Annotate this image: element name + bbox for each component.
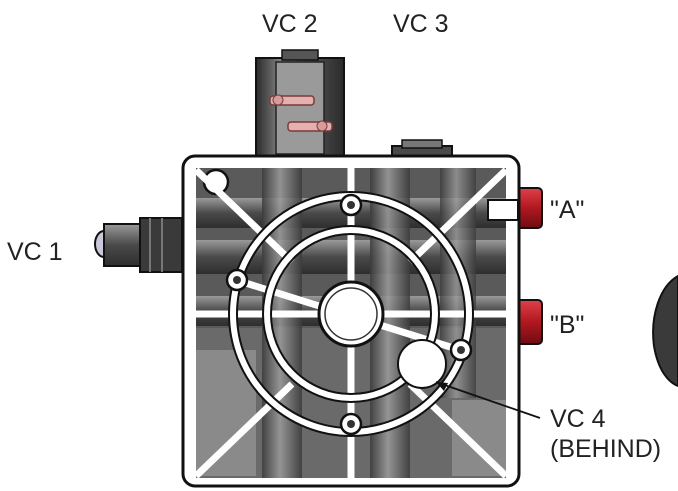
label-vc4: VC 4 <box>550 405 606 433</box>
adjacent-part <box>652 274 678 388</box>
vc1-cartridge <box>94 217 183 273</box>
center-bore <box>317 280 385 348</box>
ring-bolt-holes <box>225 193 473 436</box>
label-vc4-behind: (BEHIND) <box>550 435 661 463</box>
label-vc1: VC 1 <box>7 238 63 266</box>
vc4-hidden-bore <box>397 339 447 389</box>
vc4-leader <box>435 381 541 419</box>
label-vc2: VC 2 <box>262 10 318 38</box>
label-port-a: "A" <box>550 196 584 224</box>
label-port-b: "B" <box>550 311 584 339</box>
label-vc3: VC 3 <box>393 10 449 38</box>
vc2-solenoid <box>255 49 345 159</box>
